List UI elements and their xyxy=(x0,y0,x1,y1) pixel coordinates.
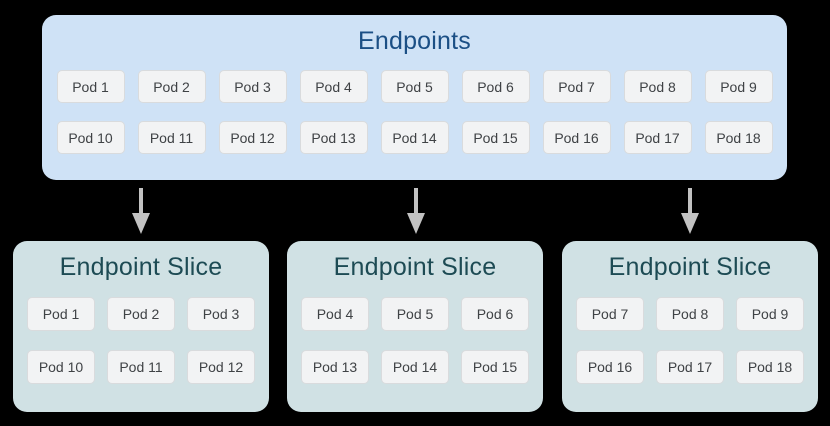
pod-chip: Pod 8 xyxy=(656,297,724,331)
down-arrow-icon xyxy=(407,188,425,234)
pod-chip: Pod 6 xyxy=(461,297,529,331)
pod-chip: Pod 12 xyxy=(218,121,287,154)
slice-1-pod-row-1: Pod 1 Pod 2 Pod 3 xyxy=(13,297,269,331)
pod-chip: Pod 16 xyxy=(576,350,644,384)
pod-chip: Pod 12 xyxy=(187,350,255,384)
pod-chip: Pod 10 xyxy=(56,121,125,154)
endpoints-pod-row-2: Pod 10 Pod 11 Pod 12 Pod 13 Pod 14 Pod 1… xyxy=(42,121,787,154)
pod-chip: Pod 18 xyxy=(704,121,773,154)
pod-chip: Pod 16 xyxy=(542,121,611,154)
pod-chip: Pod 9 xyxy=(736,297,804,331)
pod-chip: Pod 15 xyxy=(461,121,530,154)
pod-chip: Pod 2 xyxy=(107,297,175,331)
pod-chip: Pod 18 xyxy=(736,350,804,384)
slice-2-pod-row-1: Pod 4 Pod 5 Pod 6 xyxy=(287,297,543,331)
pod-chip: Pod 4 xyxy=(299,70,368,103)
slice-3-pod-row-2: Pod 16 Pod 17 Pod 18 xyxy=(562,350,818,384)
pod-chip: Pod 11 xyxy=(107,350,175,384)
pod-chip: Pod 1 xyxy=(56,70,125,103)
pod-chip: Pod 13 xyxy=(301,350,369,384)
pod-chip: Pod 17 xyxy=(656,350,724,384)
pod-chip: Pod 1 xyxy=(27,297,95,331)
pod-chip: Pod 15 xyxy=(461,350,529,384)
endpoint-slice-title: Endpoint Slice xyxy=(333,253,497,281)
pod-chip: Pod 3 xyxy=(187,297,255,331)
pod-chip: Pod 7 xyxy=(576,297,644,331)
pod-chip: Pod 10 xyxy=(27,350,95,384)
pod-chip: Pod 17 xyxy=(623,121,692,154)
pod-chip: Pod 5 xyxy=(380,70,449,103)
endpoint-slice-box-3: Endpoint Slice Pod 7 Pod 8 Pod 9 Pod 16 … xyxy=(562,241,818,412)
pod-chip: Pod 14 xyxy=(380,121,449,154)
endpoints-pod-row-1: Pod 1 Pod 2 Pod 3 Pod 4 Pod 5 Pod 6 Pod … xyxy=(42,70,787,103)
pod-chip: Pod 9 xyxy=(704,70,773,103)
endpoint-slice-title: Endpoint Slice xyxy=(608,253,772,281)
pod-chip: Pod 4 xyxy=(301,297,369,331)
endpoints-box: Endpoints Pod 1 Pod 2 Pod 3 Pod 4 Pod 5 … xyxy=(42,15,787,180)
pod-chip: Pod 8 xyxy=(623,70,692,103)
endpoint-slice-box-2: Endpoint Slice Pod 4 Pod 5 Pod 6 Pod 13 … xyxy=(287,241,543,412)
pod-chip: Pod 5 xyxy=(381,297,449,331)
endpoint-slice-title: Endpoint Slice xyxy=(59,253,223,281)
slice-3-pod-row-1: Pod 7 Pod 8 Pod 9 xyxy=(562,297,818,331)
slice-2-pod-row-2: Pod 13 Pod 14 Pod 15 xyxy=(287,350,543,384)
pod-chip: Pod 11 xyxy=(137,121,206,154)
down-arrow-icon xyxy=(681,188,699,234)
endpoint-slice-box-1: Endpoint Slice Pod 1 Pod 2 Pod 3 Pod 10 … xyxy=(13,241,269,412)
pod-chip: Pod 2 xyxy=(137,70,206,103)
down-arrow-icon xyxy=(132,188,150,234)
pod-chip: Pod 14 xyxy=(381,350,449,384)
pod-chip: Pod 3 xyxy=(218,70,287,103)
pod-chip: Pod 7 xyxy=(542,70,611,103)
pod-chip: Pod 13 xyxy=(299,121,368,154)
pod-chip: Pod 6 xyxy=(461,70,530,103)
slice-1-pod-row-2: Pod 10 Pod 11 Pod 12 xyxy=(13,350,269,384)
endpoints-title: Endpoints xyxy=(358,27,471,55)
